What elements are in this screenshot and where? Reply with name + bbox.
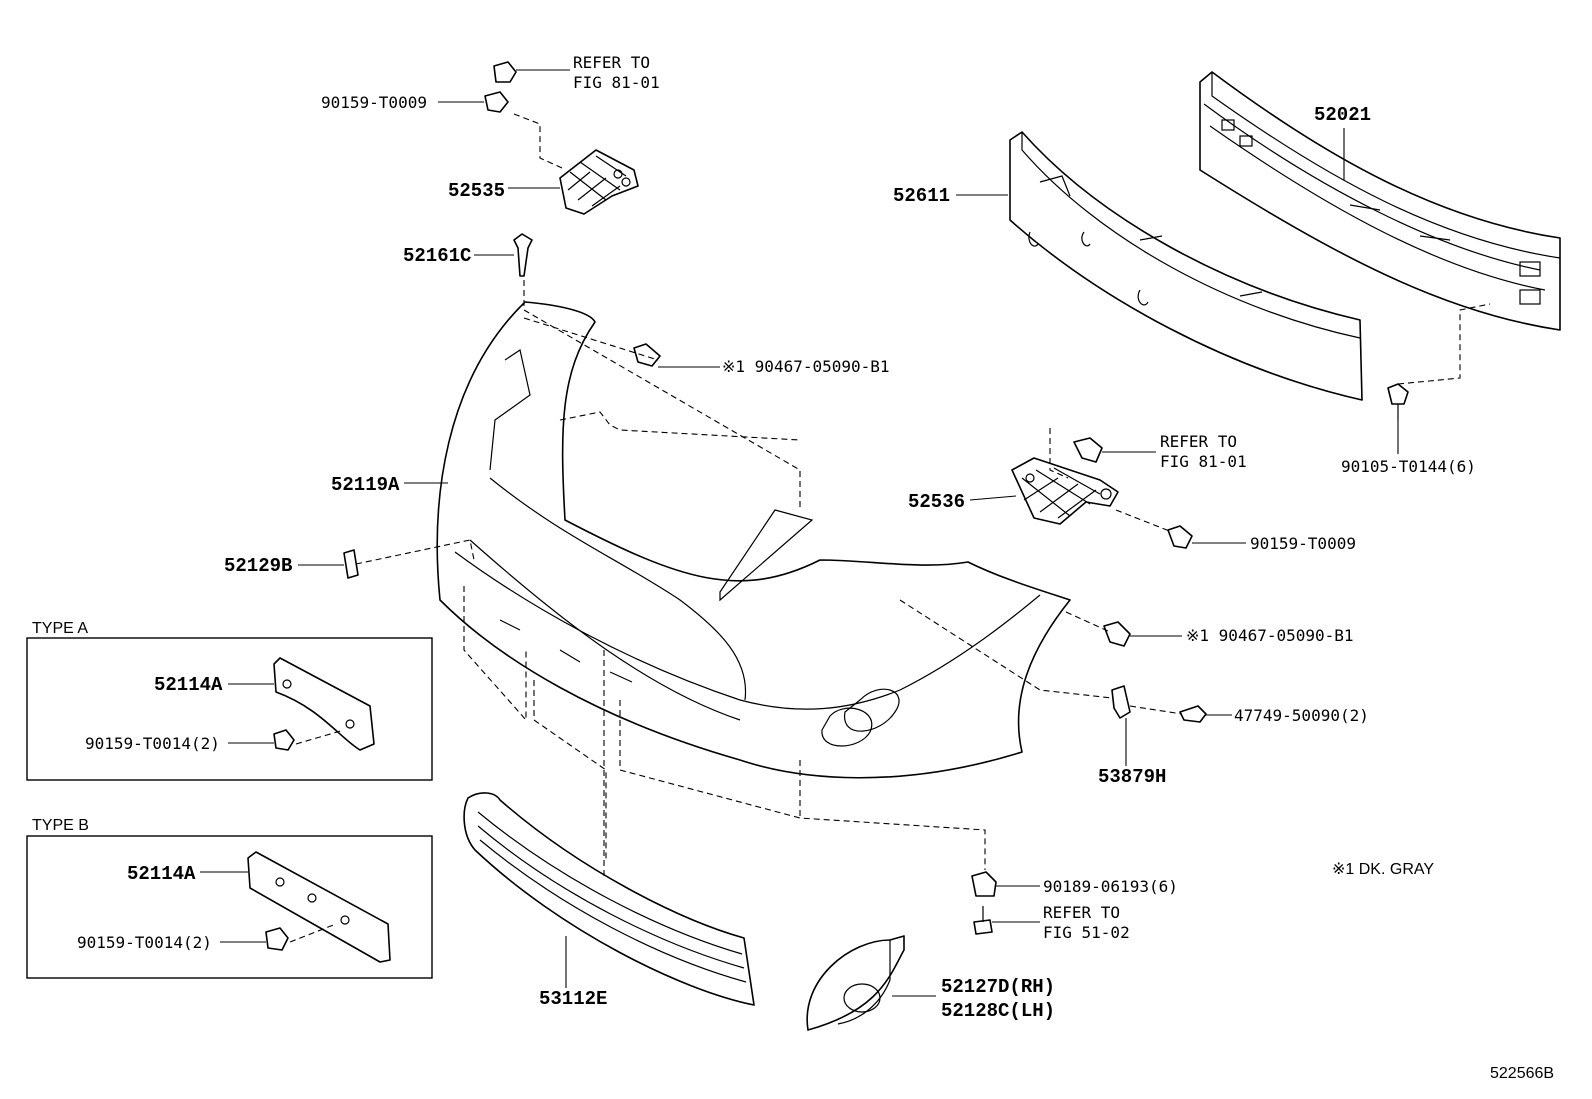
label-refer-fig-81-01-top-line2: FIG 81-01 (573, 73, 660, 92)
fog-lamp-cover-part[interactable] (806, 935, 905, 1031)
label-52021[interactable]: 52021 (1314, 104, 1371, 126)
bumper-bracket-left-part[interactable] (559, 149, 639, 215)
label-52114a-type-a[interactable]: 52114A (154, 674, 223, 696)
label-52611[interactable]: 52611 (893, 185, 950, 207)
license-plate-bracket-type-a-part[interactable] (273, 657, 375, 751)
label-type-b: TYPE B (32, 817, 89, 834)
label-type-a: TYPE A (32, 620, 88, 637)
label-refer-fig-51-02-line2: FIG 51-02 (1043, 923, 1130, 942)
label-refer-fig-81-01-right-line2: FIG 81-01 (1160, 452, 1247, 471)
license-plate-bracket-type-b-part[interactable] (247, 851, 391, 963)
label-52127d-rh[interactable]: 52127D(RH) (941, 976, 1055, 998)
label-90105-t0144[interactable]: 90105-T0144(6) (1341, 457, 1476, 476)
bumper-cover-part[interactable] (436, 301, 1071, 779)
label-90189-06193[interactable]: 90189-06193(6) (1043, 877, 1178, 896)
label-53879h[interactable]: 53879H (1098, 766, 1166, 788)
bumper-bracket-right-part[interactable] (1011, 457, 1119, 525)
label-52128c-lh[interactable]: 52128C(LH) (941, 1000, 1055, 1022)
label-53112e[interactable]: 53112E (539, 988, 607, 1010)
label-note-dk-gray: ※1 DK. GRAY (1332, 861, 1434, 878)
label-52129b[interactable]: 52129B (224, 555, 292, 577)
label-52119a[interactable]: 52119A (331, 474, 400, 496)
assembly-dashed-lines (289, 113, 1491, 943)
label-52535[interactable]: 52535 (448, 180, 505, 202)
label-90467-right[interactable]: ※1 90467-05090-B1 (1186, 626, 1354, 645)
label-refer-fig-81-01-right-line1: REFER TO (1160, 432, 1237, 451)
label-52161c[interactable]: 52161C (403, 245, 471, 267)
lower-grille-part[interactable] (463, 792, 755, 1006)
label-90159-t0009-top[interactable]: 90159-T0009 (321, 93, 427, 112)
label-refer-fig-51-02-line1: REFER TO (1043, 903, 1120, 922)
bumper-reinforcement-part[interactable] (1199, 71, 1561, 331)
label-90159-t0014-type-a[interactable]: 90159-T0014(2) (85, 734, 220, 753)
leader-lines (200, 69, 1399, 997)
label-figure-code: 522566B (1490, 1065, 1554, 1082)
label-90159-t0009-right[interactable]: 90159-T0009 (1250, 534, 1356, 553)
label-90467-top[interactable]: ※1 90467-05090-B1 (722, 357, 890, 376)
label-52536[interactable]: 52536 (908, 491, 965, 513)
label-52114a-type-b[interactable]: 52114A (127, 863, 196, 885)
fastener-shapes (265, 61, 1409, 951)
label-refer-fig-81-01-top-line1: REFER TO (573, 53, 650, 72)
label-90159-t0014-type-b[interactable]: 90159-T0014(2) (77, 933, 212, 952)
bumper-absorber-part[interactable] (1009, 131, 1363, 401)
type-a-box (26, 637, 433, 781)
type-b-box (26, 835, 433, 979)
label-47749-50090[interactable]: 47749-50090(2) (1234, 706, 1369, 725)
